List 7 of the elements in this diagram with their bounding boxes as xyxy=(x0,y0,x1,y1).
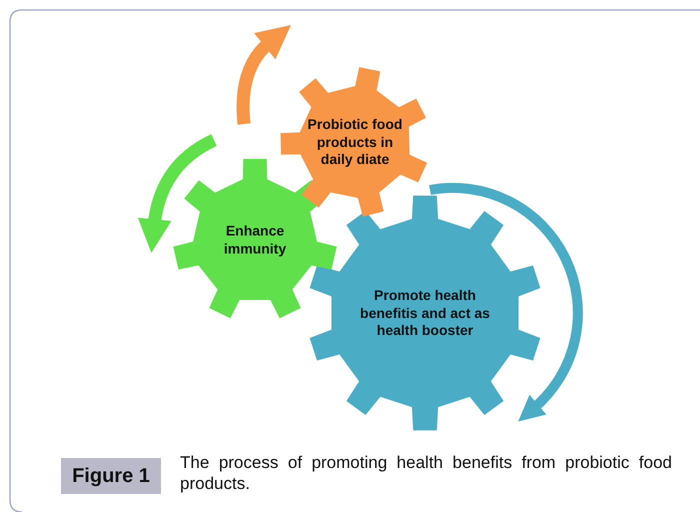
gear xyxy=(307,195,543,431)
gear-label: Probiotic food products in daily diate xyxy=(306,116,404,168)
gear-label: Promote health benefitis and act as health booster xyxy=(359,286,491,340)
gear-label: Enhance immunity xyxy=(222,222,288,258)
caption: The process of promoting health benefits from probiotic food products. xyxy=(180,452,672,494)
figure-label: Figure 1 xyxy=(61,458,161,494)
gear xyxy=(280,67,430,217)
